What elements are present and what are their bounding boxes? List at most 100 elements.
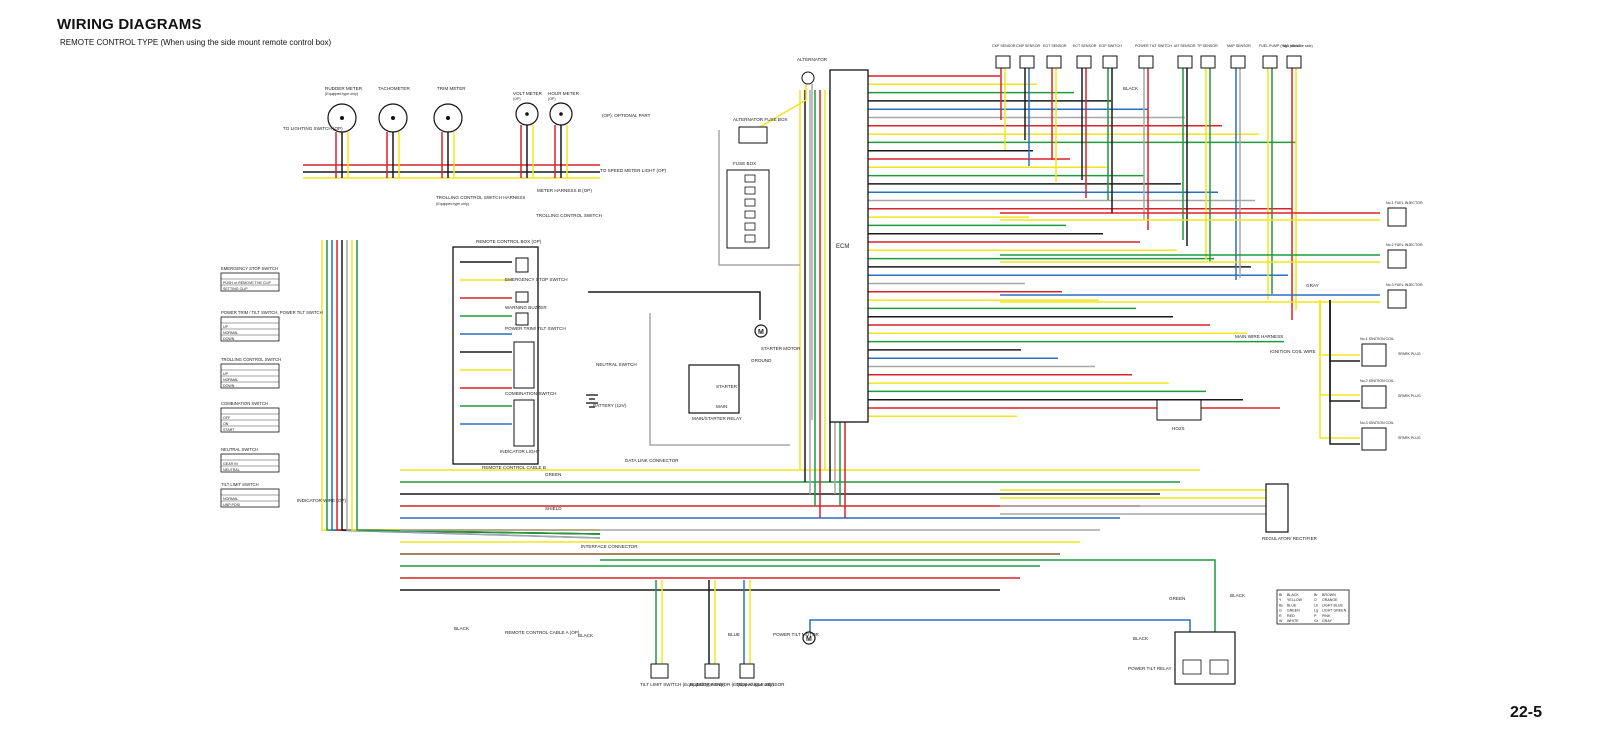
hour-meter: HOUR METER (OP) bbox=[548, 91, 580, 126]
ho2s-sensor bbox=[1156, 399, 1202, 421]
legend-code: Y bbox=[1279, 598, 1282, 602]
meter-label: RUDDER METER bbox=[325, 86, 363, 91]
fuse bbox=[744, 234, 756, 243]
switch-table-row: NORMAL bbox=[223, 378, 238, 382]
sensor-connector bbox=[1286, 55, 1302, 69]
switch-table-row: START bbox=[223, 428, 235, 432]
meter-sub: (OP) bbox=[513, 97, 521, 101]
ground-label: GROUND bbox=[751, 358, 772, 363]
sensor-connector bbox=[1046, 55, 1062, 69]
sensor-connector bbox=[1102, 55, 1118, 69]
sensor-label: IAC VALVE bbox=[1283, 44, 1302, 48]
alternator: ALTERNATOR bbox=[797, 57, 828, 85]
volt-meter: VOLT METER (OP) bbox=[513, 91, 543, 126]
trim-angle-label: TRIM ANGLE SENSOR bbox=[736, 682, 785, 687]
switch-table bbox=[220, 453, 280, 473]
switch-table-title: TILT LIMIT SWITCH bbox=[221, 482, 259, 487]
legend-code: Bu bbox=[1279, 603, 1283, 607]
indicator-light-label: INDICATOR LIGHT bbox=[500, 449, 540, 454]
coil-wire bbox=[1319, 300, 1360, 356]
coil-wire bbox=[1329, 300, 1360, 402]
left-harness-wire bbox=[351, 240, 600, 531]
meter-harness-label: METER HARNESS B (OP) bbox=[537, 188, 592, 193]
coil-wire bbox=[1329, 300, 1360, 445]
switch-table-row: ON bbox=[223, 422, 229, 426]
black-label-2: BLACK bbox=[578, 633, 594, 638]
coil-wire bbox=[1319, 300, 1360, 396]
ecm-box bbox=[829, 69, 869, 423]
sensor-connector bbox=[1076, 55, 1092, 69]
blue-label: BLUE bbox=[728, 632, 740, 637]
tilt-limit-switch bbox=[650, 663, 669, 679]
sensor-connector bbox=[1177, 55, 1193, 69]
power-tilt-relay-label: POWER TILT RELAY bbox=[1128, 666, 1172, 671]
starter-motor-label: STARTER MOTOR bbox=[761, 346, 801, 351]
svg-text:M: M bbox=[758, 329, 764, 336]
legend-code: O bbox=[1314, 598, 1317, 602]
page-number: 22-5 bbox=[1509, 704, 1542, 721]
ecm-label: ECM bbox=[836, 244, 849, 250]
fuse bbox=[744, 186, 756, 195]
injector-label: No.2 FUEL INJECTOR bbox=[1386, 243, 1423, 247]
rudder-sensor-label: RUDDER SENSOR (Equipped type only) bbox=[690, 682, 774, 687]
data-link-label: DATA LINK CONNECTOR bbox=[625, 458, 679, 463]
wire-layer bbox=[303, 68, 1380, 664]
switch-table-row: SETTING CLIP bbox=[223, 287, 248, 291]
warning-buzzer-label: WARNING BUZZER bbox=[505, 305, 547, 310]
power-trim-label: POWER TRIM/ TILT SWITCH bbox=[505, 326, 566, 331]
indicator-light bbox=[513, 399, 535, 447]
switch-table-title: COMBINATION SWITCH bbox=[221, 401, 268, 406]
power-tilt-relay bbox=[1174, 631, 1236, 685]
legend-code: R bbox=[1279, 614, 1282, 618]
switch-table-row: DOWN bbox=[223, 337, 235, 341]
legend-code: Br bbox=[1314, 593, 1318, 597]
sensor-connector bbox=[1019, 55, 1035, 69]
legend-code: Lb bbox=[1314, 603, 1318, 607]
tachometer: TACHOMETER bbox=[378, 86, 410, 133]
alternator-label: ALTERNATOR bbox=[797, 57, 828, 62]
coil-wire bbox=[1319, 300, 1360, 439]
main-relay-label: MAIN bbox=[716, 404, 727, 409]
ho2s-label: HO2S bbox=[1172, 426, 1185, 431]
legend-code: P bbox=[1314, 614, 1317, 618]
trolling-harness-label: TROLLING CONTROL SWITCH HARNESS bbox=[436, 195, 525, 200]
power-tilt-motor: M POWER TILT MOTOR bbox=[773, 631, 820, 645]
remote-cable-a-label: REMOTE CONTROL CABLE A (OP) bbox=[505, 630, 580, 635]
fuse bbox=[744, 198, 756, 207]
spark-plug-label: SPARK PLUG bbox=[1398, 436, 1421, 440]
switch-table-row: DOWN bbox=[223, 384, 235, 388]
switch-table bbox=[220, 488, 280, 508]
warning-buzzer bbox=[515, 291, 529, 303]
alternator-fuse-box bbox=[738, 126, 768, 144]
sensor-connector bbox=[1200, 55, 1216, 69]
legend-name: YELLOW bbox=[1287, 598, 1303, 602]
injector-body bbox=[1387, 289, 1407, 309]
legend-name: GREEN bbox=[1287, 609, 1300, 613]
left-harness-wire bbox=[326, 240, 601, 535]
legend-name: BROWN bbox=[1322, 593, 1336, 597]
starter-relay-label: STARTER bbox=[716, 384, 738, 389]
combination-switch bbox=[513, 341, 535, 389]
legend-name: BLACK bbox=[1287, 593, 1299, 597]
tilt-limit-label: TILT LIMIT SWITCH (Equipped type only) bbox=[640, 682, 725, 687]
fuse bbox=[744, 210, 756, 219]
page-subtitle: REMOTE CONTROL TYPE (When using the side… bbox=[60, 38, 332, 47]
tilt-relay-wire bbox=[809, 619, 1191, 632]
emergency-stop-switch bbox=[515, 257, 529, 273]
left-harness-wire bbox=[336, 240, 600, 531]
main-starter-relay-label: MAIN/STARTER RELAY bbox=[692, 416, 742, 421]
switch-table-row: OFF bbox=[223, 416, 231, 420]
to-lighting-switch-label: TO LIGHTING SWITCH (OP) bbox=[283, 126, 343, 131]
legend-box bbox=[1276, 589, 1350, 625]
legend-code: Bl bbox=[1279, 593, 1282, 597]
rudder-meter: RUDDER METER (Equipped type only) bbox=[325, 86, 363, 133]
legend-code: G bbox=[1279, 609, 1282, 613]
coil-label: No.2 IGNITION COIL bbox=[1360, 379, 1394, 383]
meter-label: VOLT METER bbox=[513, 91, 543, 96]
fuse-list bbox=[744, 174, 756, 243]
relay-coil-right bbox=[1209, 659, 1229, 675]
legend-name: PINK bbox=[1322, 614, 1331, 618]
sensor-connector bbox=[995, 55, 1011, 69]
